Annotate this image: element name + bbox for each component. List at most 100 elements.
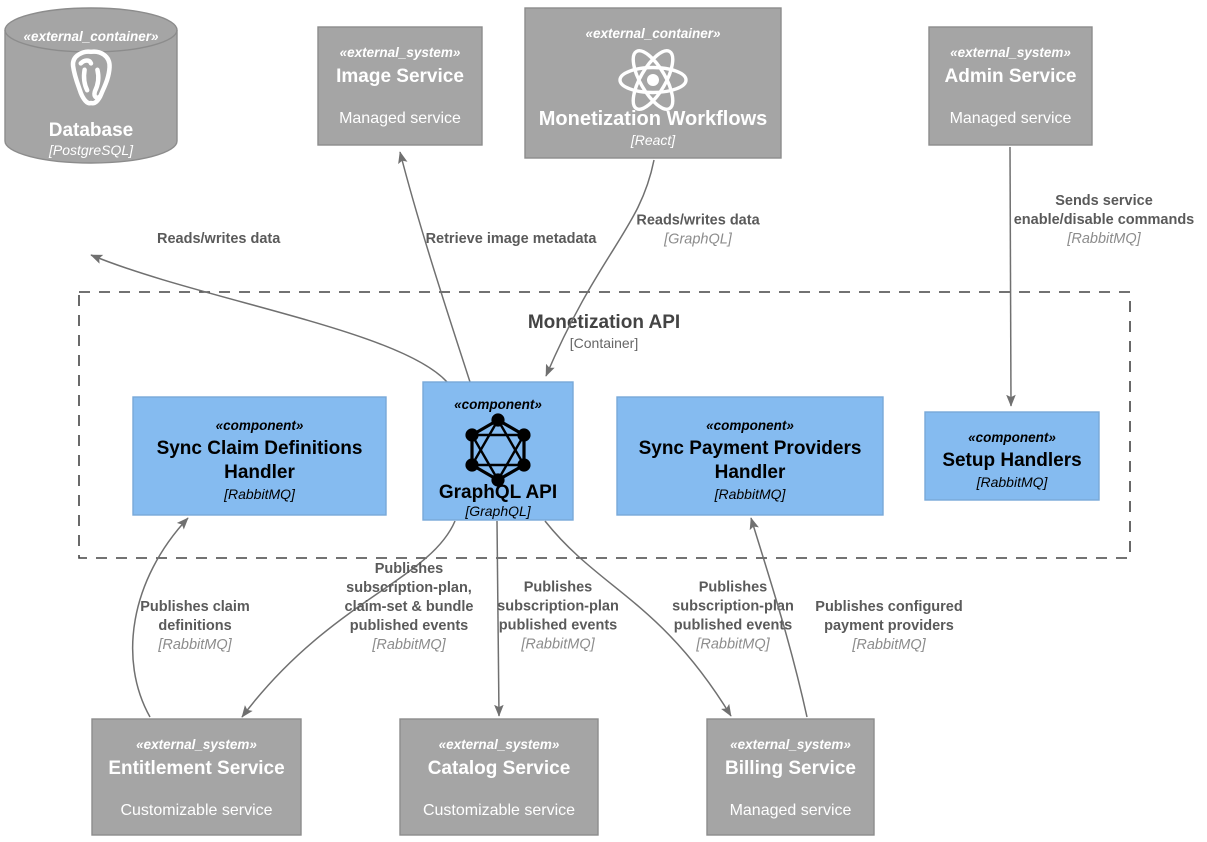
node-tech: [RabbitMQ]: [714, 486, 787, 502]
monetization-api-boundary: Monetization API [Container]: [78, 291, 1131, 559]
edge-path: [749, 517, 808, 718]
postgresql-icon: [70, 49, 112, 106]
node-stereotype: «component»: [216, 418, 304, 433]
edges-layer: Reads/writes data Retrieve image metadata…: [90, 146, 1195, 718]
nodes-layer: «external_container»Database[PostgreSQL]…: [4, 7, 1100, 836]
edge-graphql-to-billing: Publishes subscription-plan published even…: [544, 520, 794, 717]
edge-label-line: payment providers: [824, 618, 954, 634]
node-stereotype: «external_system»: [950, 45, 1071, 60]
edge-path: [131, 517, 189, 718]
edge-tech: [RabbitMQ]: [520, 637, 595, 653]
node-tech: [RabbitMQ]: [223, 486, 296, 502]
edge-tech: [RabbitMQ]: [157, 637, 232, 653]
node-stereotype: «external_system»: [340, 45, 461, 60]
edge-label-line: Publishes claim: [140, 599, 250, 615]
edge-path: [544, 520, 732, 717]
graphql-node-dot: [517, 458, 531, 472]
node-stereotype: «external_system»: [439, 737, 560, 752]
node-title: Setup Handlers: [942, 450, 1081, 471]
graphql-icon: [465, 413, 531, 487]
edge-label-line: subscription-plan: [672, 599, 794, 615]
edge-tech: [RabbitMQ]: [695, 637, 770, 653]
node-rect: [924, 411, 1100, 501]
boundary-rect: [78, 291, 1131, 559]
edge-label-line: Publishes: [699, 580, 768, 596]
edge-label-line: Publishes configured: [815, 599, 962, 615]
node-title: Monetization Workflows: [539, 108, 768, 130]
node-stereotype: «component»: [454, 397, 542, 412]
node-tech: [PostgreSQL]: [48, 142, 134, 158]
edge-path: [494, 520, 504, 717]
edge-graphql-to-image-service: Retrieve image metadata: [398, 151, 597, 383]
node-setup-handlers[interactable]: «component»Setup Handlers[RabbitMQ]: [924, 411, 1100, 501]
edge-path: [1006, 146, 1016, 407]
node-stereotype: «external_container»: [23, 29, 159, 44]
edge-label-line: Sends service: [1055, 193, 1153, 209]
node-rect: [132, 396, 387, 516]
node-title: Handler: [715, 462, 786, 483]
node-title: Billing Service: [725, 758, 856, 779]
node-rect: [91, 718, 302, 836]
edge-tech: [RabbitMQ]: [371, 637, 446, 653]
node-rect: [706, 718, 875, 836]
node-database[interactable]: «external_container»Database[PostgreSQL]: [4, 7, 178, 164]
node-title: GraphQL API: [439, 482, 557, 503]
node-rect: [928, 26, 1093, 146]
edge-label-line: Reads/writes data: [157, 231, 281, 247]
node-graphql-api[interactable]: «component» GraphQL API[GraphQL]: [422, 381, 574, 521]
node-tech: [React]: [630, 132, 676, 148]
node-stereotype: «component»: [968, 430, 1056, 445]
react-orbit: [631, 49, 675, 111]
node-subtitle: Managed service: [950, 110, 1072, 127]
edge-path: [545, 159, 655, 377]
graphql-edge: [470, 434, 500, 481]
edge-tech: [RabbitMQ]: [1066, 231, 1141, 247]
node-subtitle: Customizable service: [423, 802, 575, 819]
graphql-node-dot: [465, 458, 479, 472]
node-title: Handler: [224, 462, 295, 483]
elephant-head: [78, 58, 94, 66]
node-sync-claim-definitions-handler[interactable]: «component» Sync Claim DefinitionsHandler…: [132, 396, 387, 516]
node-title: Entitlement Service: [108, 758, 284, 779]
node-tech: [GraphQL]: [464, 503, 531, 519]
elephant-ear: [92, 67, 103, 100]
node-rect: [399, 718, 599, 836]
edge-billing-to-sync-payment: Publishes configured payment providers [Ra…: [749, 517, 963, 718]
edge-tech: [GraphQL]: [663, 232, 733, 248]
node-catalog-service[interactable]: «external_system»Catalog ServiceCustomiz…: [399, 718, 599, 836]
edge-path: [398, 151, 471, 383]
edge-label-line: subscription-plan: [497, 599, 619, 615]
graphql-edge: [496, 419, 526, 466]
node-billing-service[interactable]: «external_system»Billing ServiceManaged …: [706, 718, 875, 836]
elephant-body: [70, 49, 112, 106]
node-title: Sync Claim Definitions: [157, 438, 363, 459]
edge-workflows-to-graphql: Reads/writes data[GraphQL]: [545, 159, 761, 377]
node-entitlement-service[interactable]: «external_system» Entitlement ServiceCust…: [91, 718, 302, 836]
edge-tech: [RabbitMQ]: [851, 637, 926, 653]
react-orbit: [618, 65, 688, 95]
graphql-node-dot: [491, 413, 505, 427]
edge-label-line: claim-set & bundle: [345, 599, 474, 615]
node-rect: [616, 396, 884, 516]
graphql-edge: [470, 419, 500, 466]
edge-label-line: enable/disable commands: [1014, 212, 1195, 228]
node-stereotype: «component»: [706, 418, 794, 433]
elephant-trunk: [81, 67, 90, 93]
edge-label-line: published events: [674, 618, 792, 634]
node-subtitle: Customizable service: [120, 802, 272, 819]
node-sync-payment-providers-handler[interactable]: «component»Sync Payment ProvidersHandler…: [616, 396, 884, 516]
edge-graphql-to-database: Reads/writes data: [90, 231, 448, 383]
edge-label-line: Publishes: [375, 561, 444, 577]
edge-admin-to-setup-handlers: Sends service enable/disable commands [Rab…: [1006, 146, 1195, 407]
node-title: Admin Service: [945, 66, 1077, 87]
node-monetization-workflows[interactable]: «external_container»Monetization Workflo…: [524, 7, 782, 159]
node-stereotype: «external_system»: [136, 737, 257, 752]
node-title: Image Service: [336, 66, 464, 87]
